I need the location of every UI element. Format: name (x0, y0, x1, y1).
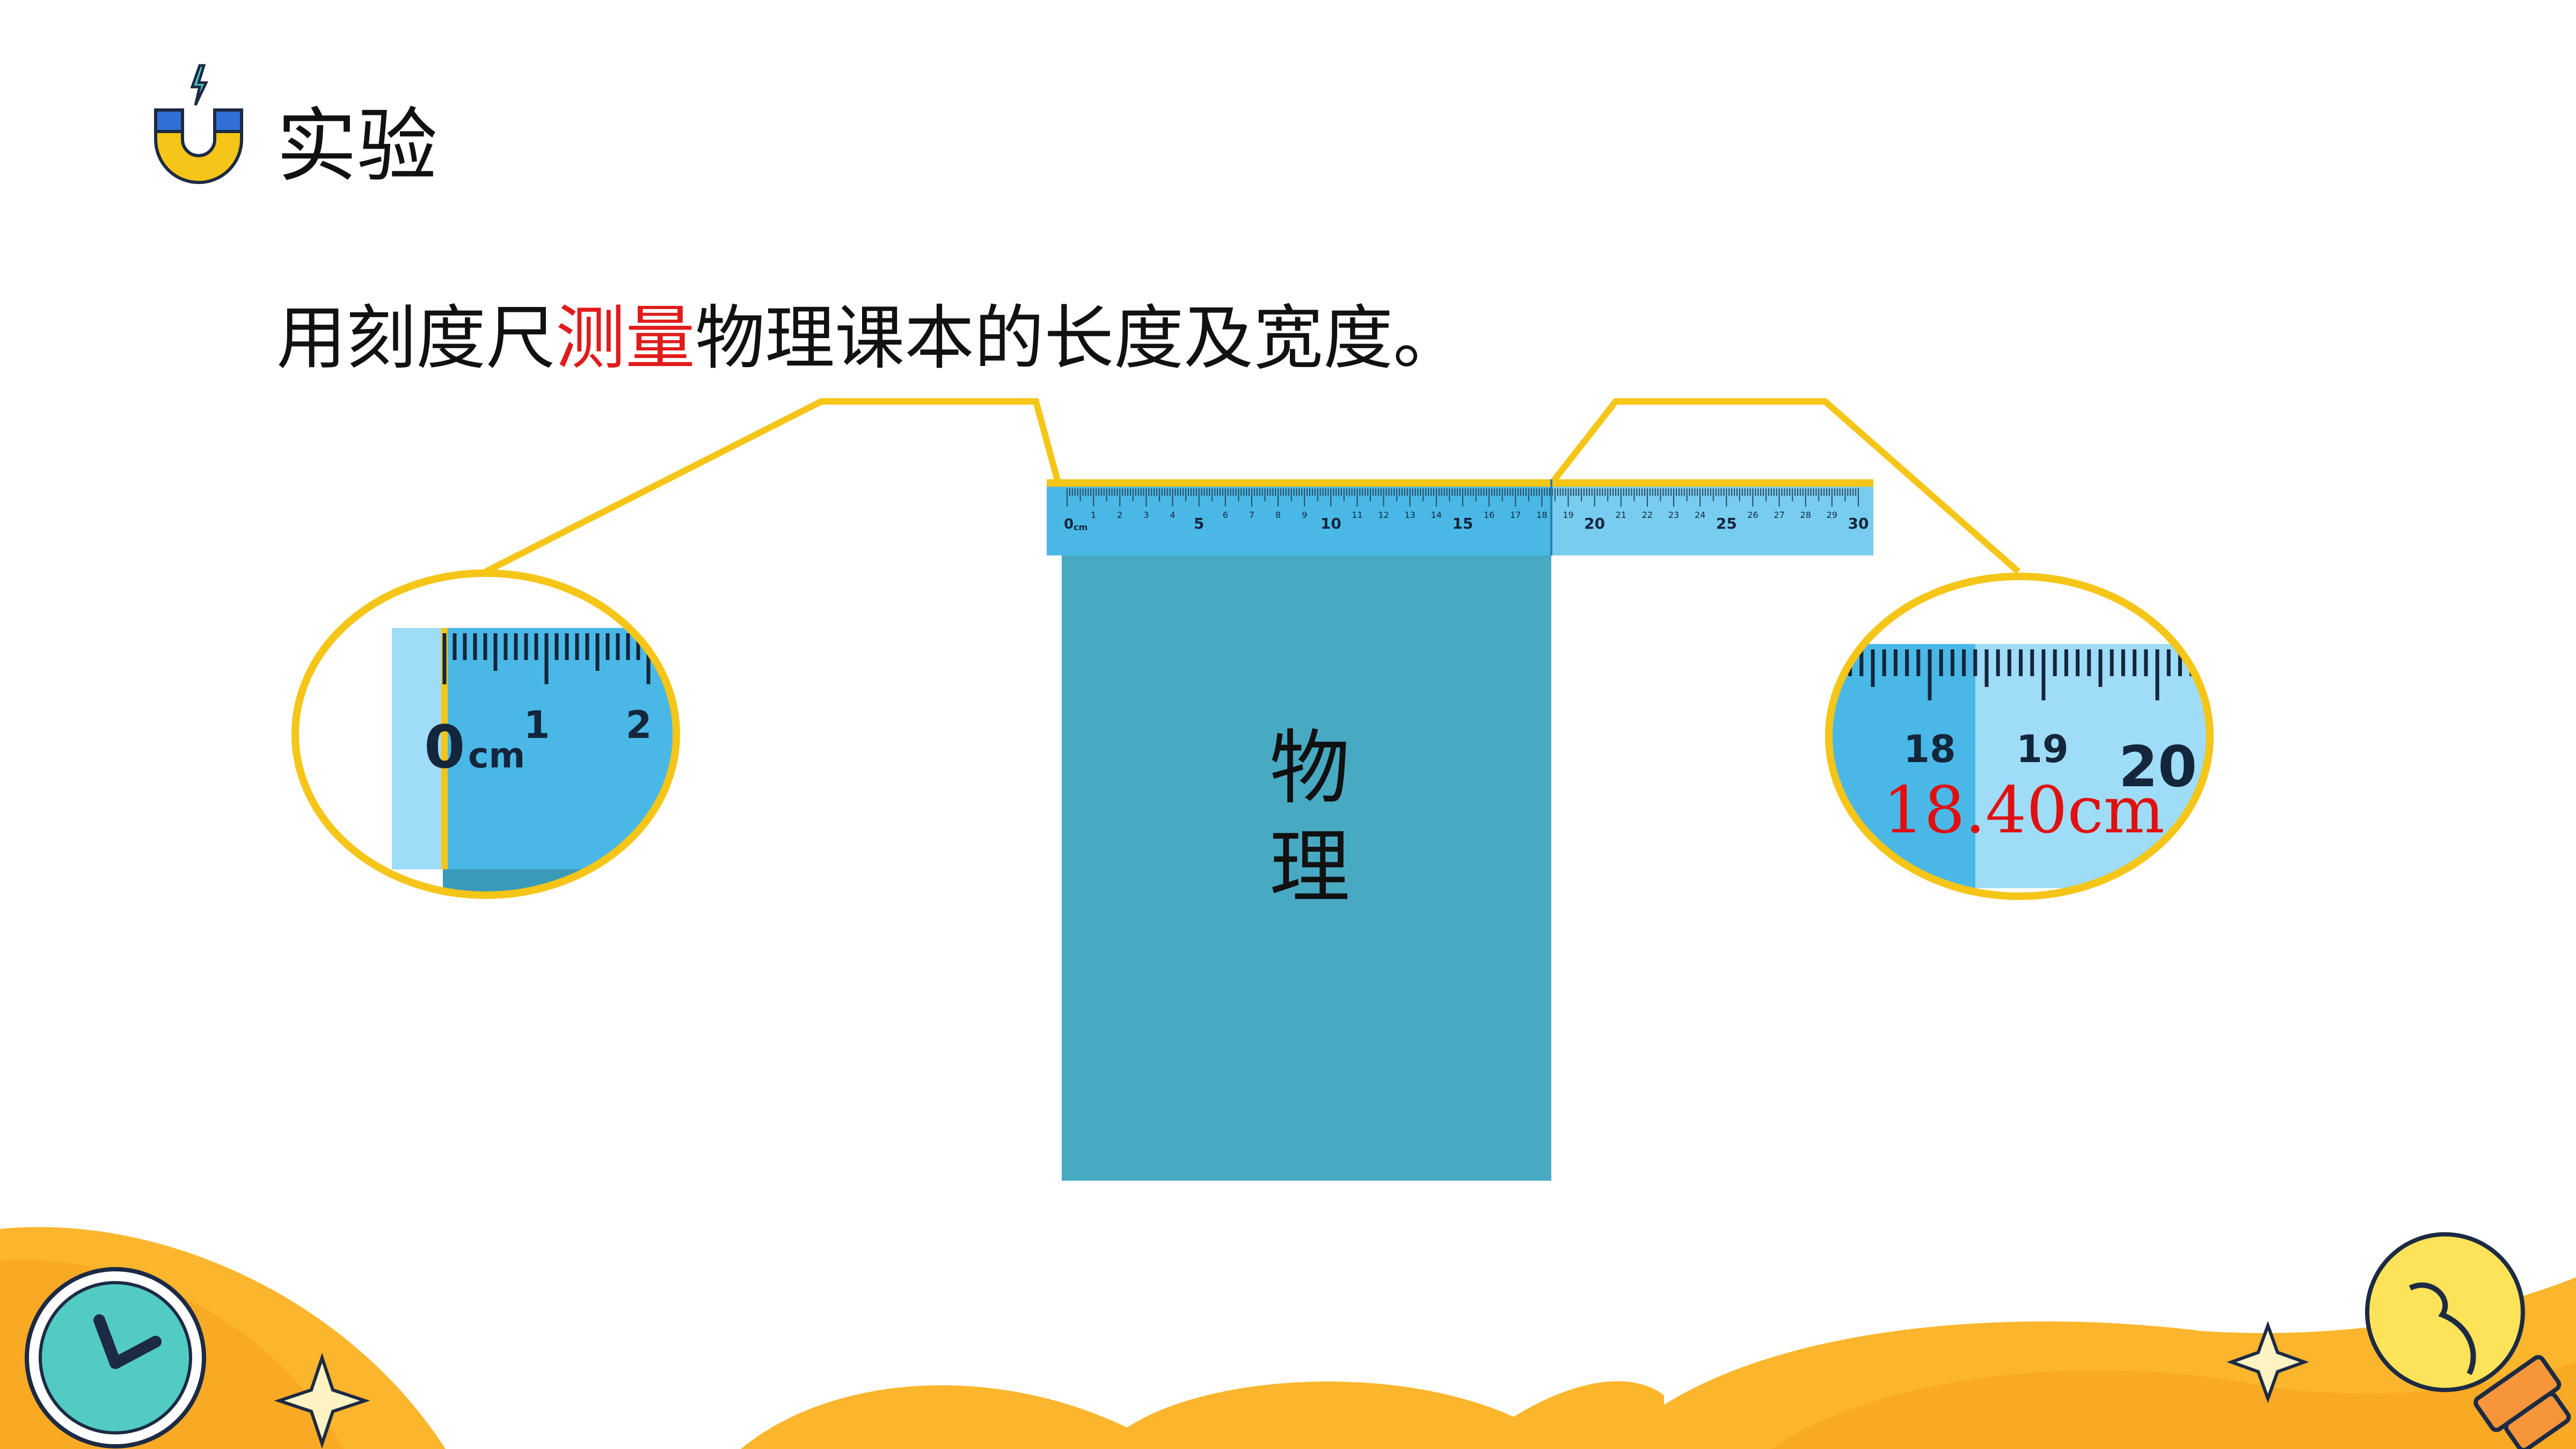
sparkle-icon (274, 1352, 370, 1449)
zoom-right-label-20: 20 (2119, 734, 2197, 800)
zoom-circle-right: 18 19 20 (1825, 573, 2214, 900)
ruler-minor-label: 11 (1352, 510, 1362, 520)
ruler-major-label: 15 (1453, 515, 1473, 532)
ruler-minor-label: 18 (1536, 510, 1547, 520)
ruler-major-label: 30 (1848, 515, 1869, 532)
ruler-minor-label: 24 (1695, 510, 1705, 520)
measurement-readout: 18.40cm (1883, 773, 2165, 848)
ruler-minor-label: 29 (1827, 510, 1837, 520)
ruler-minor-label: 8 (1275, 510, 1281, 520)
zoom-right-label-18: 18 (1903, 727, 1955, 771)
book-label-line2: 理 (1269, 821, 1350, 914)
zoom-left-zero: 0 (424, 713, 465, 781)
ruler-unit-label: cm (1074, 522, 1088, 532)
ruler-minor-label: 19 (1563, 510, 1573, 520)
clock-icon (25, 1267, 206, 1448)
ruler-zero-label: 0 (1064, 516, 1074, 532)
left-callout-line (484, 398, 1061, 575)
ruler-minor-label: 6 (1223, 510, 1228, 520)
instruction-before: 用刻度尺 (276, 297, 556, 379)
ruler-minor-label: 3 (1143, 510, 1149, 520)
ruler-minor-label: 7 (1249, 510, 1254, 520)
instruction-after: 物理课本的长度及宽度。 (695, 297, 1463, 379)
ruler-minor-label: 12 (1378, 510, 1389, 520)
ruler-minor-label: 13 (1405, 510, 1415, 520)
ruler-major-label: 5 (1194, 515, 1204, 532)
zoom-left-label-2: 2 (626, 703, 652, 747)
zoom-left-label-1: 1 (524, 703, 550, 747)
zoom-circle-left: 0 cm 1 2 (291, 569, 680, 899)
book-label-line1: 物 (1269, 722, 1350, 815)
ruler-minor-label: 16 (1484, 510, 1494, 520)
bottom-decoration (0, 1227, 2576, 1449)
right-callout-line (1551, 398, 2020, 574)
lightbulb-icon (2365, 1232, 2571, 1449)
ruler-minor-label: 21 (1616, 510, 1626, 520)
ruler-minor-label: 14 (1431, 510, 1442, 520)
instruction-highlight: 测量 (556, 297, 696, 379)
instruction-text: 用刻度尺测量物理课本的长度及宽度。 (276, 292, 1463, 384)
ruler-minor-label: 22 (1642, 510, 1653, 520)
ruler-minor-label: 2 (1117, 510, 1122, 520)
ruler-minor-label: 26 (1747, 510, 1758, 520)
ruler-minor-label: 27 (1774, 510, 1784, 520)
ruler-major-label: 20 (1584, 515, 1605, 532)
zoom-right-label-19: 19 (2016, 727, 2068, 771)
ruler-major-label: 25 (1716, 515, 1737, 532)
ruler-major-label: 10 (1320, 515, 1341, 532)
page-title: 实验 (276, 100, 438, 193)
ruler-minor-label: 9 (1302, 510, 1307, 520)
physics-textbook (1062, 483, 1551, 1181)
ruler-minor-label: 23 (1668, 510, 1679, 520)
ruler-minor-label: 1 (1091, 510, 1096, 520)
ruler-minor-label: 28 (1800, 510, 1811, 520)
ruler-minor-label: 17 (1510, 510, 1521, 520)
sparkle-icon (2227, 1321, 2309, 1403)
zoom-left-unit: cm (468, 736, 525, 776)
ruler-minor-label: 4 (1170, 510, 1175, 520)
book-label: 物 理 (1256, 719, 1363, 918)
magnet-icon (154, 64, 243, 184)
